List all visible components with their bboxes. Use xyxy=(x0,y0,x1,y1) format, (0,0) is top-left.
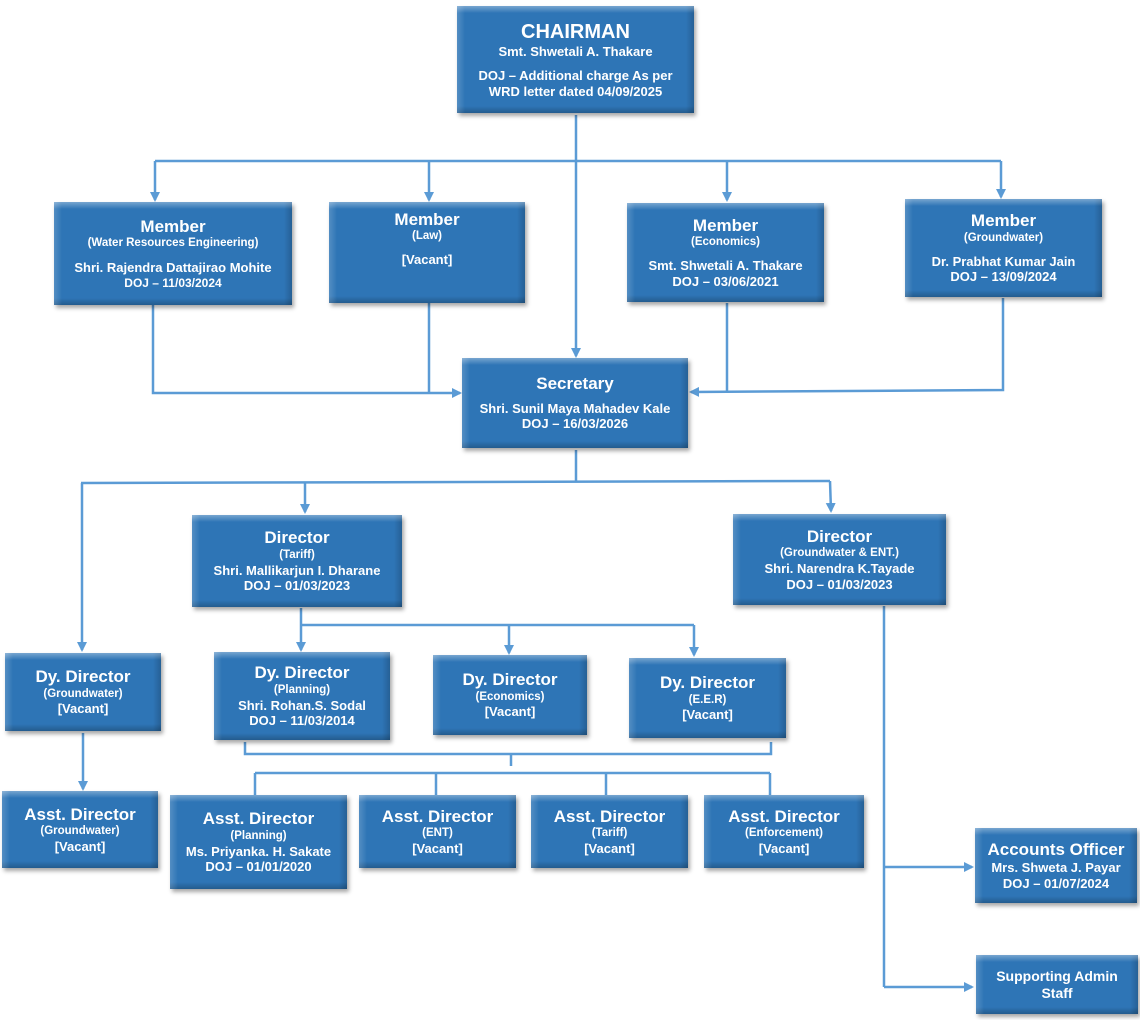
chairman-doj-line2: WRD letter dated 04/09/2025 xyxy=(488,83,663,99)
accounts-officer-title: Accounts Officer xyxy=(987,839,1125,859)
asst-director-name: [Vacant] xyxy=(584,840,635,856)
member-title: Member xyxy=(970,211,1037,231)
asst-director-name: [Vacant] xyxy=(54,838,106,854)
accounts-officer-box[interactable]: Accounts Officer Mrs. Shweta J. Payar DO… xyxy=(975,828,1137,903)
member-title: Member xyxy=(140,216,206,236)
asst-director-dept: (ENT) xyxy=(422,827,453,839)
asst-director-box-tariff[interactable]: Asst. Director (Tariff) [Vacant] xyxy=(531,795,688,868)
asst-director-box-groundwater[interactable]: Asst. Director (Groundwater) [Vacant] xyxy=(2,791,158,868)
member-box-water-resources[interactable]: Member (Water Resources Engineering) Shr… xyxy=(54,202,292,305)
member-dept: (Water Resources Engineering) xyxy=(87,237,259,250)
director-title: Director xyxy=(806,526,873,546)
connector-member-4-to-secretary xyxy=(689,298,1005,397)
dy-director-dept: (E.E.R) xyxy=(688,693,727,706)
asst-director-box-enforcement[interactable]: Asst. Director (Enforcement) [Vacant] xyxy=(704,795,864,868)
asst-director-title: Asst. Director xyxy=(553,806,666,826)
dy-director-name: [Vacant] xyxy=(682,707,733,723)
director-dept: (Tariff) xyxy=(279,548,315,561)
asst-director-box-ent[interactable]: Asst. Director (ENT) [Vacant] xyxy=(359,795,516,868)
asst-director-box-planning[interactable]: Asst. Director (Planning) Ms. Priyanka. … xyxy=(170,795,347,889)
asst-director-title: Asst. Director xyxy=(24,804,136,824)
asst-director-title: Asst. Director xyxy=(728,806,840,826)
support-staff-line1: Supporting Admin xyxy=(996,967,1118,984)
support-staff-box[interactable]: Supporting Admin Staff xyxy=(976,955,1138,1014)
member-box-law[interactable]: Member (Law) [Vacant] xyxy=(329,202,525,303)
member-name: Smt. Shwetali A. Thakare xyxy=(648,258,803,273)
director-doj: DOJ – 01/03/2023 xyxy=(786,576,893,592)
asst-director-title: Asst. Director xyxy=(202,809,315,829)
support-staff-line2: Staff xyxy=(1041,984,1073,1001)
asst-director-name: [Vacant] xyxy=(758,840,810,856)
member-name: Dr. Prabhat Kumar Jain xyxy=(931,253,1076,269)
dy-director-box-groundwater[interactable]: Dy. Director (Groundwater) [Vacant] xyxy=(5,653,161,731)
member-dept: (Groundwater) xyxy=(963,231,1044,244)
chairman-title: CHAIRMAN xyxy=(521,20,630,43)
member-box-economics[interactable]: Member (Economics) Smt. Shwetali A. Thak… xyxy=(627,203,824,302)
asst-director-title: Asst. Director xyxy=(381,806,494,826)
connector-member-1-to-secretary xyxy=(151,305,462,398)
director-title: Director xyxy=(264,528,330,548)
director-name: Shri. Narendra K.Tayade xyxy=(764,561,915,576)
connector-directors-bus xyxy=(80,479,831,485)
dy-director-title: Dy. Director xyxy=(254,663,350,683)
secretary-title: Secretary xyxy=(536,374,614,394)
asst-director-dept: (Planning) xyxy=(230,829,287,842)
dy-director-doj: DOJ – 11/03/2014 xyxy=(249,713,355,729)
dy-director-name: [Vacant] xyxy=(484,704,536,720)
dy-director-title: Dy. Director xyxy=(659,673,756,693)
member-name: Shri. Rajendra Dattajirao Mohite xyxy=(74,260,272,276)
secretary-box[interactable]: Secretary Shri. Sunil Maya Mahadev Kale … xyxy=(462,358,688,448)
member-dept: (Law) xyxy=(411,230,443,243)
dy-director-title: Dy. Director xyxy=(462,670,558,690)
director-dept: (Groundwater & ENT.) xyxy=(780,547,899,560)
secretary-doj: DOJ – 16/03/2026 xyxy=(521,416,629,432)
member-doj: DOJ – 13/09/2024 xyxy=(950,269,1057,285)
dy-director-dept: (Groundwater) xyxy=(43,687,123,700)
asst-director-dept: (Enforcement) xyxy=(745,827,823,839)
chairman-doj-line1: DOJ – Additional charge As per xyxy=(478,68,673,84)
dy-director-box-economics[interactable]: Dy. Director (Economics) [Vacant] xyxy=(433,655,587,735)
director-box-groundwater-ent[interactable]: Director (Groundwater & ENT.) Shri. Nare… xyxy=(733,514,946,605)
dy-director-name: [Vacant] xyxy=(57,701,109,717)
member-dept: (Economics) xyxy=(690,236,760,249)
member-doj: DOJ – 11/03/2024 xyxy=(124,275,222,290)
dy-director-name: Shri. Rohan.S. Sodal xyxy=(238,697,366,713)
director-name: Shri. Mallikarjun I. Dharane xyxy=(213,562,381,578)
asst-director-dept: (Tariff) xyxy=(591,827,628,839)
accounts-officer-name: Mrs. Shweta J. Payar xyxy=(991,860,1121,876)
director-box-tariff[interactable]: Director (Tariff) Shri. Mallikarjun I. D… xyxy=(192,515,402,607)
chairman-name: Smt. Shwetali A. Thakare xyxy=(498,43,653,59)
member-name: [Vacant] xyxy=(401,252,453,268)
connector-to-director-gw-ent xyxy=(825,480,836,513)
secretary-name: Shri. Sunil Maya Mahadev Kale xyxy=(479,400,671,416)
connector-dy-bracket xyxy=(243,742,773,756)
dy-director-title: Dy. Director xyxy=(35,667,131,687)
member-box-groundwater[interactable]: Member (Groundwater) Dr. Prabhat Kumar J… xyxy=(905,199,1102,297)
dy-director-dept: (Economics) xyxy=(475,690,545,703)
chairman-box[interactable]: CHAIRMAN Smt. Shwetali A. Thakare DOJ – … xyxy=(457,6,694,113)
asst-director-doj: DOJ – 01/01/2020 xyxy=(205,859,312,875)
asst-director-name: Ms. Priyanka. H. Sakate xyxy=(185,843,332,859)
accounts-officer-doj: DOJ – 01/07/2024 xyxy=(1002,875,1110,891)
asst-director-dept: (Groundwater) xyxy=(40,825,120,837)
director-doj: DOJ – 01/03/2023 xyxy=(243,578,351,594)
dy-director-box-eer[interactable]: Dy. Director (E.E.R) [Vacant] xyxy=(629,658,786,738)
member-doj: DOJ – 03/06/2021 xyxy=(672,273,779,289)
member-title: Member xyxy=(692,215,759,235)
dy-director-dept: (Planning) xyxy=(273,683,331,696)
dy-director-box-planning[interactable]: Dy. Director (Planning) Shri. Rohan.S. S… xyxy=(214,652,390,740)
asst-director-name: [Vacant] xyxy=(412,840,463,856)
member-title: Member xyxy=(394,210,460,229)
